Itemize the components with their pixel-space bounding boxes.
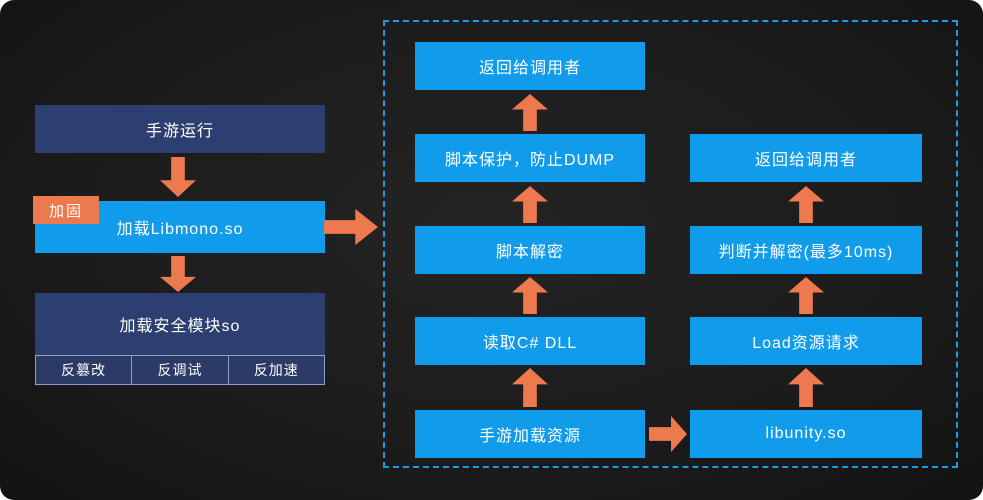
flow-box-script-protect: 脚本保护，防止DUMP	[415, 134, 645, 182]
flow-box-game-run: 手游运行	[35, 105, 325, 153]
arrow-down-icon	[160, 256, 196, 292]
feature-box-anti-speedup: 反加速	[227, 355, 325, 385]
flow-box-return-caller-unity: 返回给调用者	[690, 134, 922, 182]
flow-box-load-security-module: 加载安全模块so	[35, 293, 325, 355]
harden-tag: 加固	[33, 196, 99, 224]
flow-box-judge-decrypt: 判断并解密(最多10ms)	[690, 226, 922, 274]
feature-box-anti-debug: 反调试	[131, 355, 229, 385]
flow-box-script-decrypt: 脚本解密	[415, 226, 645, 274]
feature-box-anti-tamper: 反篡改	[35, 355, 133, 385]
security-features-row: 反篡改 反调试 反加速	[35, 355, 325, 385]
flow-box-return-caller-mono: 返回给调用者	[415, 42, 645, 90]
runtime-panel-border	[383, 20, 958, 468]
flow-box-read-csharp-dll: 读取C# DLL	[415, 317, 645, 365]
flow-box-libunity: libunity.so	[690, 410, 922, 458]
arrow-right-icon	[324, 209, 378, 245]
arrow-down-icon	[160, 157, 196, 197]
flow-box-game-load-resource: 手游加载资源	[415, 410, 645, 458]
flow-box-load-resource-request: Load资源请求	[690, 317, 922, 365]
